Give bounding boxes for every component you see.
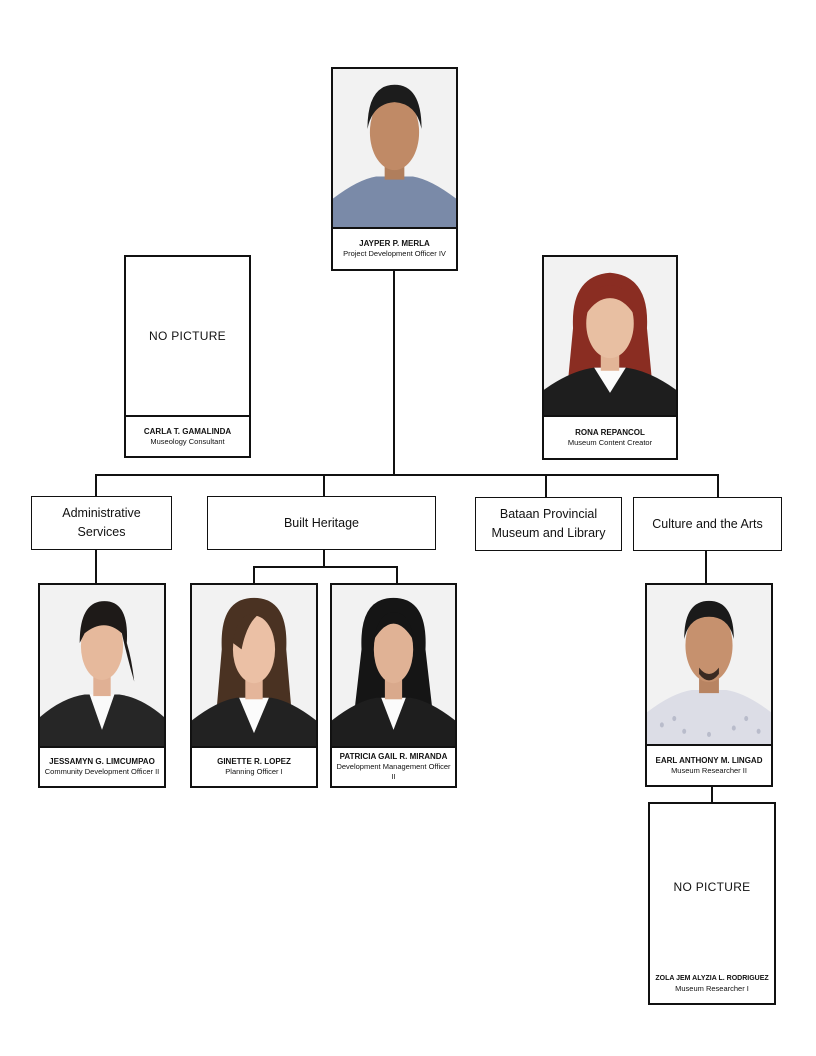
org-card-head: JAYPER P. MERLA Project Development Offi… bbox=[331, 67, 458, 271]
org-card-staff: PATRICIA GAIL R. MIRANDA Development Man… bbox=[330, 583, 457, 788]
org-card-staff: JESSAMYN G. LIMCUMPAO Community Developm… bbox=[38, 583, 166, 788]
connector-museum-library bbox=[545, 474, 547, 498]
org-card-staff-no-photo: NO PICTURE ZOLA JEM ALYZIA L. RODRIGUEZ … bbox=[648, 802, 776, 1005]
dept-culture-arts: Culture and the Arts bbox=[633, 497, 782, 551]
person-name: GINETTE R. LOPEZ bbox=[217, 757, 291, 766]
person-role: Museum Researcher I bbox=[675, 983, 749, 993]
avatar bbox=[332, 585, 455, 746]
card-caption: CARLA T. GAMALINDA Museology Consultant bbox=[126, 415, 249, 456]
card-caption: EARL ANTHONY M. LINGAD Museum Researcher… bbox=[647, 744, 771, 785]
person-role: Project Development Officer IV bbox=[343, 249, 446, 258]
connector-culture-arts bbox=[717, 474, 719, 498]
card-caption: RONA REPANCOL Museum Content Creator bbox=[544, 415, 676, 458]
person-name: JESSAMYN G. LIMCUMPAO bbox=[49, 757, 155, 766]
card-caption: ZOLA JEM ALYZIA L. RODRIGUEZ Museum Rese… bbox=[650, 964, 774, 1003]
person-role: Museology Consultant bbox=[150, 436, 225, 446]
no-picture-placeholder: NO PICTURE bbox=[126, 257, 249, 415]
person-role: Museum Content Creator bbox=[567, 437, 653, 447]
person-name: ZOLA JEM ALYZIA L. RODRIGUEZ bbox=[655, 974, 769, 982]
card-caption: PATRICIA GAIL R. MIRANDA Development Man… bbox=[332, 746, 455, 786]
card-caption: JAYPER P. MERLA Project Development Offi… bbox=[333, 227, 456, 269]
connector-lopez bbox=[253, 566, 255, 584]
dept-built-heritage: Built Heritage bbox=[207, 496, 436, 550]
org-card-consultant: NO PICTURE CARLA T. GAMALINDA Museology … bbox=[124, 255, 251, 458]
connector-head-down bbox=[393, 270, 395, 475]
card-caption: JESSAMYN G. LIMCUMPAO Community Developm… bbox=[40, 746, 164, 786]
person-role: Museum Researcher II bbox=[671, 765, 747, 775]
avatar bbox=[192, 585, 316, 746]
org-card-staff: GINETTE R. LOPEZ Planning Officer I bbox=[190, 583, 318, 788]
connector-admin bbox=[95, 474, 97, 497]
avatar bbox=[647, 585, 771, 744]
person-role: Planning Officer I bbox=[225, 767, 283, 776]
connector-built-heritage bbox=[323, 474, 325, 497]
org-card-content-creator: RONA REPANCOL Museum Content Creator bbox=[542, 255, 678, 460]
person-name: JAYPER P. MERLA bbox=[359, 239, 430, 248]
connector-miranda bbox=[396, 566, 398, 584]
person-name: EARL ANTHONY M. LINGAD bbox=[655, 755, 763, 765]
person-role: Community Development Officer II bbox=[44, 767, 160, 776]
avatar bbox=[40, 585, 164, 746]
person-name: PATRICIA GAIL R. MIRANDA bbox=[339, 752, 448, 761]
dept-administrative-services: Administrative Services bbox=[31, 496, 172, 550]
connector-built-split bbox=[253, 566, 398, 568]
connector-built-down bbox=[323, 549, 325, 567]
card-caption: GINETTE R. LOPEZ Planning Officer I bbox=[192, 746, 316, 786]
connector-culture-staff bbox=[705, 550, 707, 584]
connector-horizontal-bus bbox=[95, 474, 719, 476]
person-name: CARLA T. GAMALINDA bbox=[143, 426, 232, 436]
avatar bbox=[544, 257, 676, 415]
person-role: Development Management Officer II bbox=[336, 762, 451, 781]
org-card-staff: EARL ANTHONY M. LINGAD Museum Researcher… bbox=[645, 583, 773, 787]
connector-lingad-rodriguez bbox=[711, 786, 713, 803]
person-name: RONA REPANCOL bbox=[575, 427, 645, 437]
avatar bbox=[333, 69, 456, 227]
no-picture-placeholder: NO PICTURE bbox=[650, 804, 774, 969]
connector-admin-staff bbox=[95, 549, 97, 584]
dept-museum-library: Bataan Provincial Museum and Library bbox=[475, 497, 622, 551]
